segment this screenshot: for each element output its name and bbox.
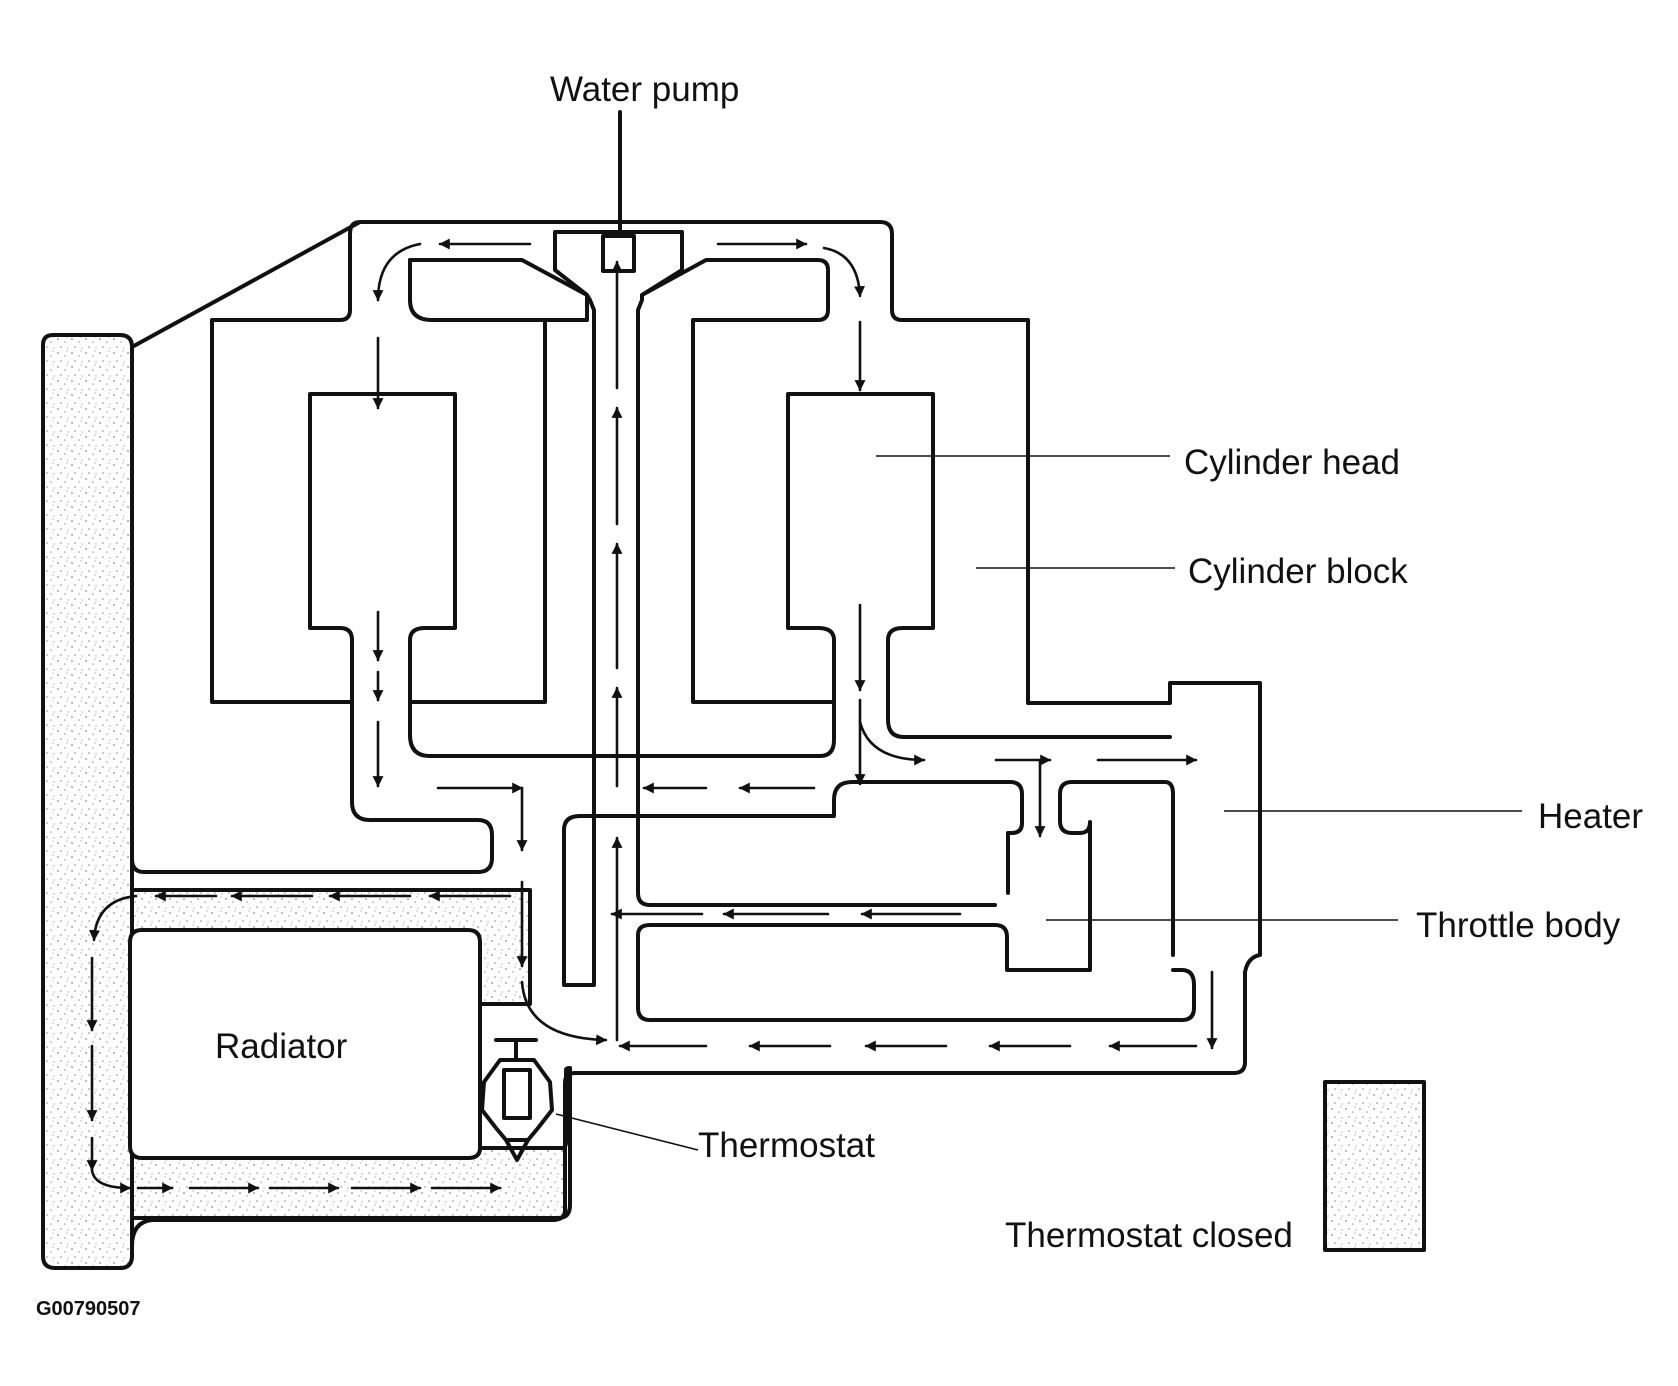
label-water-pump: Water pump: [550, 70, 739, 109]
label-radiator: Radiator: [215, 1027, 348, 1066]
thermostat-valve: [480, 1038, 554, 1162]
legend-label: Thermostat closed: [1005, 1216, 1293, 1255]
coolant-flow-arrows: [86, 238, 1218, 1194]
label-cylinder-head: Cylinder head: [1184, 443, 1400, 482]
figure-code: G00790507: [36, 1298, 141, 1320]
radiator-core: [128, 928, 482, 1160]
left-cylinder-head-left: [408, 258, 547, 322]
radiator-bypass-passage: [41, 333, 134, 1270]
label-thermostat: Thermostat: [698, 1126, 875, 1165]
water-pump-impeller: [601, 234, 636, 273]
heater-return-passage: [636, 933, 1196, 1022]
right-cylinder-block: [640, 258, 836, 704]
left-cylinder-block: [408, 258, 836, 758]
label-cylinder-block: Cylinder block: [1188, 552, 1408, 591]
label-heater: Heater: [1538, 797, 1643, 836]
label-throttle-body: Throttle body: [1416, 906, 1621, 945]
thermostat-leader: [555, 1113, 699, 1151]
left-cylinder-head: [308, 392, 457, 704]
water-pump-housing: [553, 230, 997, 987]
engine-water-jacket: [130, 220, 1262, 1258]
right-cylinder-head: [786, 392, 1172, 739]
throttle-body-passage: [592, 780, 1175, 972]
legend-swatch: [1323, 1080, 1426, 1252]
